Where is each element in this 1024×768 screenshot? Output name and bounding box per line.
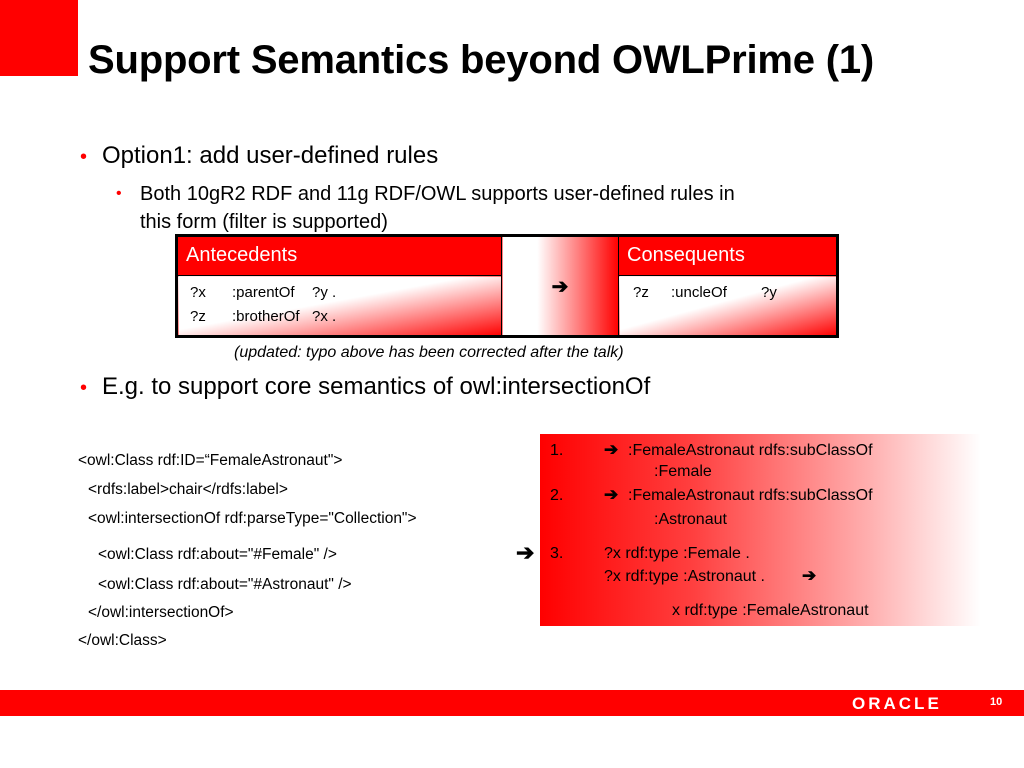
footer-bar: ORACLE 10 [0,690,1024,716]
code-line: <owl:Class rdf:about="#Astronaut" /> [98,576,352,593]
code-line: </owl:intersectionOf> [88,604,234,621]
result-line: :Female [654,463,712,480]
result-line: ?x rdf:type :Female . [604,545,750,562]
sub-bullet-text-line2: this form (filter is supported) [140,211,388,233]
inferred-results-box: 1. ➔ :FemaleAstronaut rdfs:subClassOf :F… [540,434,981,626]
code-line: </owl:Class> [78,632,167,649]
antecedents-header: Antecedents [176,235,502,276]
result-line: :FemaleAstronaut rdfs:subClassOf [628,442,873,459]
sub-bullet-text-line1: Both 10gR2 RDF and 11g RDF/OWL supports … [140,183,735,205]
result-line: :Astronaut [654,511,727,528]
result-line: :FemaleAstronaut rdfs:subClassOf [628,487,873,504]
bullet-intersection: • E.g. to support core semantics of owl:i… [80,373,650,401]
code-line: <owl:Class rdf:about="#Female" /> [98,546,337,563]
code-line: <owl:Class rdf:ID=“FemaleAstronaut"> [78,452,343,469]
bullet-dot: • [80,146,88,168]
result-line: x rdf:type :FemaleAstronaut [672,602,869,619]
consequent-row: ?z:uncleOf?y [633,284,777,301]
bullet-text: E.g. to support core semantics of owl:in… [102,373,651,400]
slide-title: Support Semantics beyond OWLPrime (1) [88,38,875,82]
consequents-header: Consequents [618,235,838,276]
code-line: <owl:intersectionOf rdf:parseType="Colle… [88,510,417,527]
right-arrow-icon: ➔ [802,566,817,585]
sub-bullet-user-rules: • Both 10gR2 RDF and 11g RDF/OWL supports… [116,180,916,236]
consequents-cell: ?z:uncleOf?y [618,275,838,337]
item-number: 2. [550,487,564,504]
result-line: ?x rdf:type :Astronaut . [604,568,765,585]
right-arrow-icon: ➔ [604,440,619,459]
code-line: <rdfs:label>chair</rdfs:label> [88,481,288,498]
oracle-logo: ORACLE [852,694,942,713]
arrow-cell: ➔ [501,235,619,337]
right-arrow-icon: ➔ [604,485,619,504]
antecedents-cell: ?x:parentOf?y . ?z:brotherOf?x . [176,275,502,337]
bullet-text: Option1: add user-defined rules [102,142,439,169]
antecedent-row: ?x:parentOf?y . [190,284,337,301]
item-number: 3. [550,545,564,562]
correction-note: (updated: typo above has been corrected … [234,344,624,361]
title-accent-block [0,0,78,76]
right-arrow-icon: ➔ [551,275,569,298]
antecedent-row: ?z:brotherOf?x . [190,308,337,325]
bullet-option1: • Option1: add user-defined rules [80,142,438,170]
item-number: 1. [550,442,564,459]
rules-table: Antecedents ➔ Consequents ?x:parentOf?y … [175,234,839,338]
right-arrow-icon: ➔ [516,540,535,565]
page-number: 10 [990,696,1003,708]
bullet-dot: • [80,377,88,399]
bullet-dot: • [116,185,122,202]
